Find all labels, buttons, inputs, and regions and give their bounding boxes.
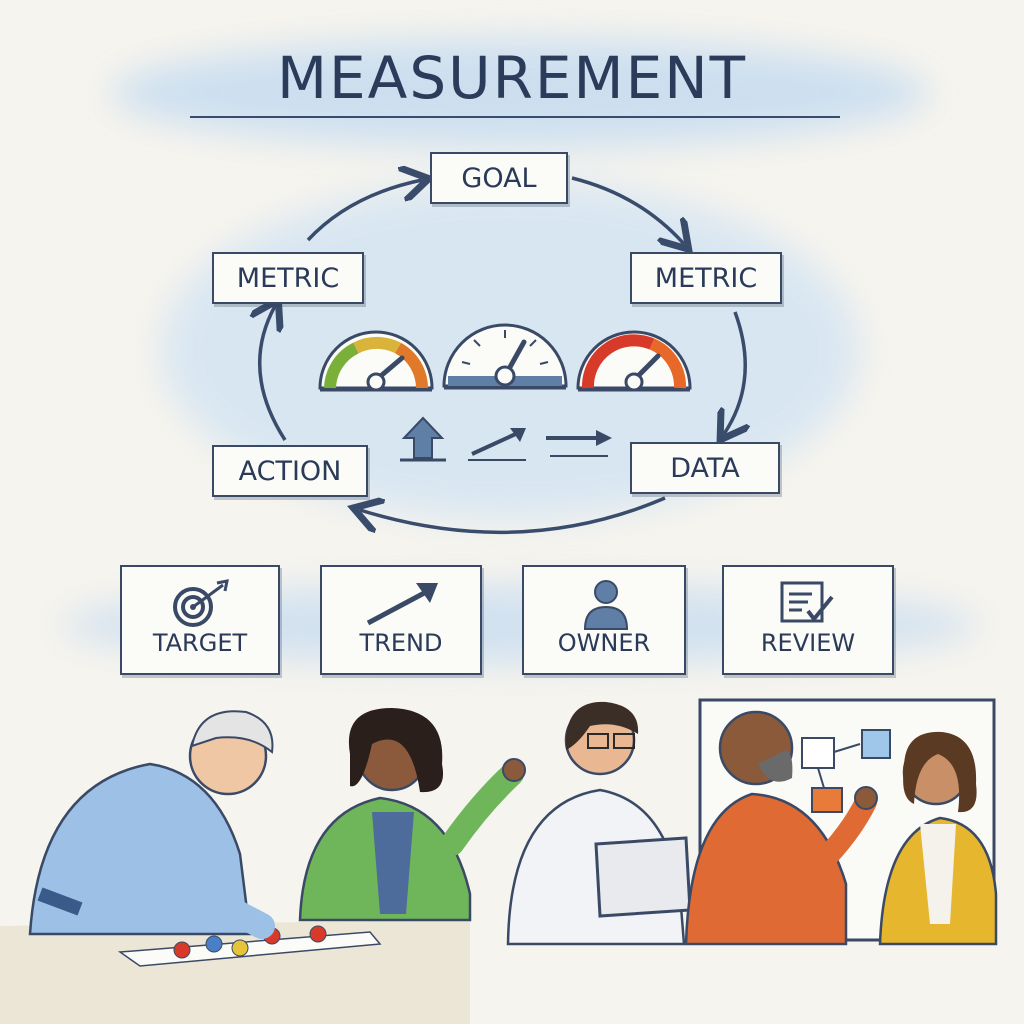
arrow-metric-to-data	[724, 311, 745, 434]
card-target: TARGET	[120, 565, 280, 675]
team-illustration	[0, 698, 998, 1024]
title-wash	[110, 38, 930, 148]
title-underline	[190, 116, 840, 118]
card-trend: TREND	[320, 565, 482, 675]
diagonal-arrow-icon	[468, 428, 526, 461]
node-data: DATA	[630, 442, 780, 494]
card-review-label: REVIEW	[760, 629, 856, 657]
card-owner: OWNER	[522, 565, 686, 675]
up-arrow-icon	[400, 416, 446, 462]
arrow-metric-to-goal	[306, 180, 422, 242]
node-action: ACTION	[212, 445, 368, 497]
arrow-action-to-metric	[260, 306, 287, 441]
target-icon	[173, 579, 229, 627]
card-review: REVIEW	[722, 565, 894, 675]
gauge-green-orange	[318, 330, 434, 392]
gauge-neutral	[442, 323, 568, 390]
page-title: MEASUREMENT	[276, 44, 748, 112]
arrow-goal-to-metric	[571, 176, 684, 244]
trend-arrow-icon	[366, 583, 438, 626]
card-trend-label: TREND	[359, 629, 443, 657]
card-owner-label: OWNER	[557, 629, 651, 657]
gauge-red	[576, 330, 692, 392]
node-goal: GOAL	[430, 152, 568, 204]
arrow-data-to-action	[360, 498, 666, 535]
node-metric-left: METRIC	[212, 252, 364, 304]
node-metric-right: METRIC	[630, 252, 782, 304]
review-checklist-icon	[780, 581, 834, 623]
card-target-label: TARGET	[152, 629, 248, 657]
right-arrow-icon	[546, 430, 612, 457]
person-icon	[583, 580, 629, 630]
